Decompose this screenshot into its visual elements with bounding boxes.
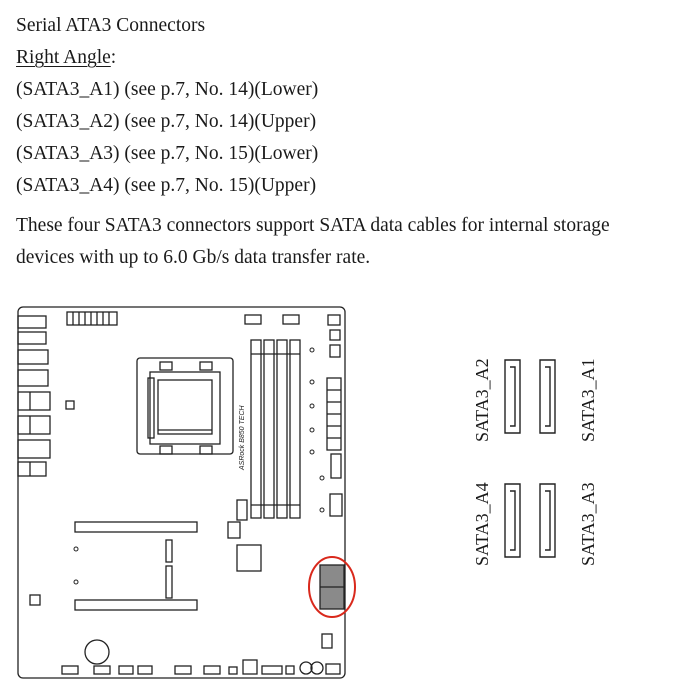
label-sata3-a2: SATA3_A2	[472, 358, 492, 442]
cpu-socket	[136, 357, 234, 455]
subtitle-colon: :	[110, 47, 117, 68]
sata-port-detail	[504, 359, 556, 558]
atx-power-connector	[326, 377, 342, 451]
board-brand-text: ASRock B850 TECH	[239, 404, 246, 471]
board-outline	[17, 306, 346, 679]
cmos-battery	[84, 639, 110, 665]
connector-line-a1: (SATA3_A1) (see p.7, No. 14)(Lower)	[16, 79, 319, 100]
description-line-2: devices with up to 6.0 Gb/s data transfe…	[16, 247, 371, 268]
connector-line-a4: (SATA3_A4) (see p.7, No. 15)(Upper)	[16, 175, 317, 196]
bottom-headers	[61, 633, 341, 675]
connector-line-a2: (SATA3_A2) (see p.7, No. 14)(Upper)	[16, 111, 317, 132]
label-sata3-a3: SATA3_A3	[578, 482, 598, 566]
subtitle-line: Right Angle:	[16, 46, 116, 70]
power-connector-top	[66, 311, 118, 326]
description: These four SATA3 connectors support SATA…	[16, 210, 684, 274]
sata-connectors-on-board	[319, 564, 345, 610]
connector-line-a3: (SATA3_A3) (see p.7, No. 15)(Lower)	[16, 143, 319, 164]
dimm-slots	[250, 339, 301, 519]
label-sata3-a4: SATA3_A4	[472, 482, 492, 566]
label-sata3-a1: SATA3_A1	[578, 358, 598, 442]
rear-io-ports	[17, 315, 51, 477]
section-title: Serial ATA3 Connectors	[16, 15, 206, 36]
description-line-1: These four SATA3 connectors support SATA…	[16, 215, 610, 236]
subtitle: Right Angle	[16, 47, 111, 68]
sata-highlight-circle	[308, 556, 356, 618]
chipset	[236, 544, 262, 572]
pcie-slots	[74, 521, 198, 611]
